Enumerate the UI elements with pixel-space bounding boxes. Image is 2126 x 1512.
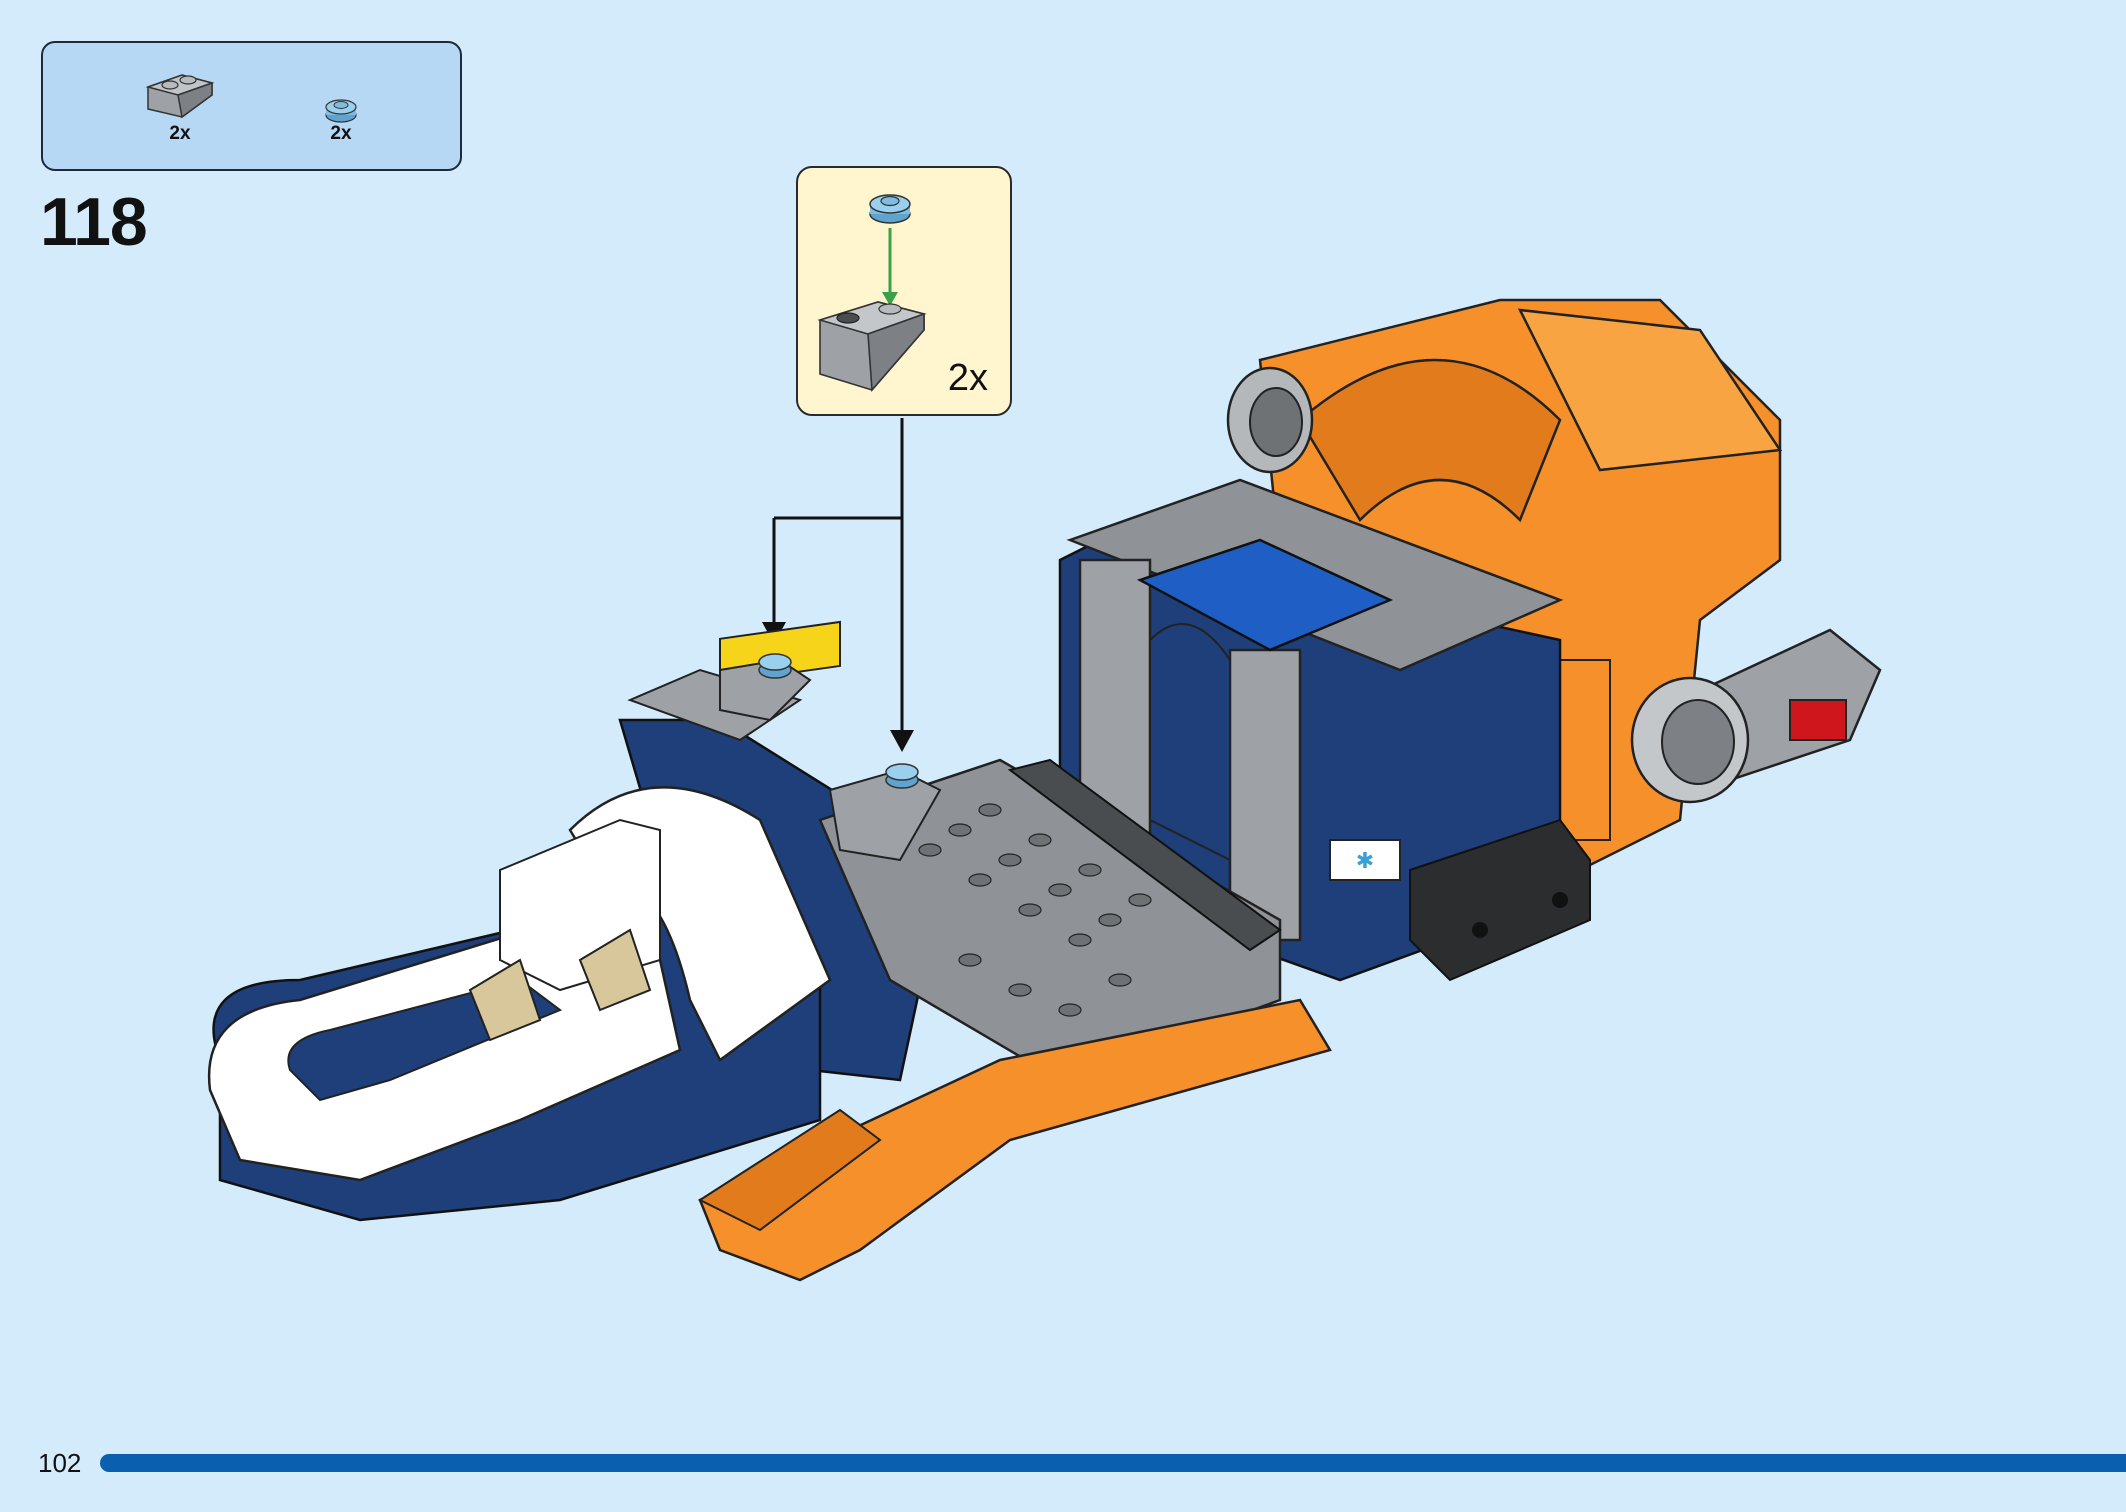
part-quantity: 2x	[169, 123, 191, 144]
grey-inverted-slope-brick-icon	[817, 301, 927, 392]
callout-quantity: 2x	[947, 357, 988, 399]
page-progress-bar	[100, 1454, 2126, 1472]
engine-right	[1630, 628, 1882, 804]
light-blue-round-plate-icon	[869, 194, 911, 224]
light-blue-round-plate-icon	[325, 99, 357, 123]
parts-list-item: 2x	[140, 65, 220, 145]
svg-text:✱: ✱	[1356, 849, 1374, 874]
light-blue-round-plate-icon	[758, 653, 792, 679]
callout-pointer-arrows	[772, 418, 904, 736]
black-box-detail	[1409, 818, 1591, 982]
orange-bow	[697, 998, 1332, 1282]
parts-list-item: 2x	[311, 97, 371, 145]
light-blue-round-plate-icon	[885, 763, 919, 789]
sub-assembly-illustration	[817, 194, 927, 392]
part-quantity: 2x	[330, 123, 352, 144]
medical-sign: ✱	[1329, 839, 1401, 881]
page-number: 102	[38, 1448, 82, 1478]
white-hull	[207, 786, 832, 1222]
grey-deck	[818, 758, 1282, 1082]
engine-left	[1226, 366, 1314, 474]
grey-arch-structure	[1066, 478, 1564, 942]
parts-list-box: 2x 2x	[41, 41, 462, 171]
grey-inverted-slope-brick-icon	[145, 74, 215, 119]
sub-assembly-callout: 2x	[796, 166, 1012, 416]
step-number: 118	[40, 184, 148, 260]
arrow-head-icon	[890, 730, 914, 752]
